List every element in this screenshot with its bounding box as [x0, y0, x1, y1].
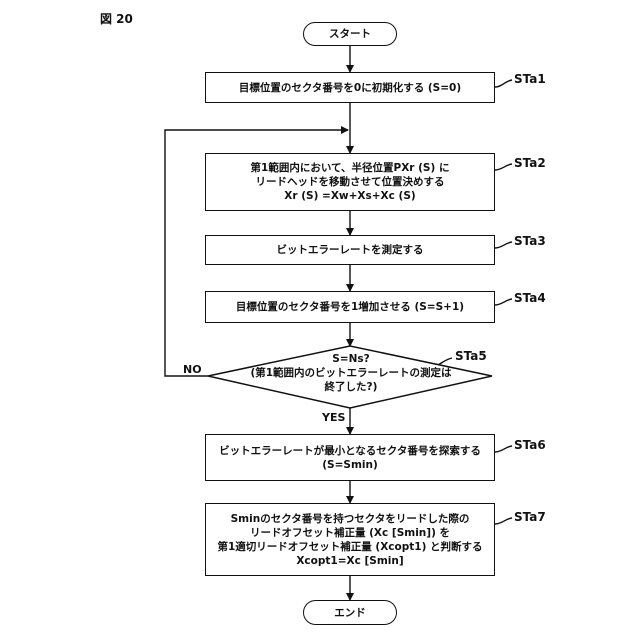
leader-sta7 [495, 518, 512, 524]
sta3-line-1: ビットエラーレートを測定する [277, 243, 424, 257]
sta7-line-3: 第1適切リードオフセット補正量 (Xcopt1) と判断する [217, 540, 482, 554]
step-sta7-label: STa7 [514, 510, 546, 524]
step-sta6-box: ビットエラーレートが最小となるセクタ番号を探索する (S=Smin) [205, 434, 495, 481]
leader-sta4 [495, 299, 512, 305]
sta4-line-1: 目標位置のセクタ番号を1増加させる (S=S+1) [236, 300, 464, 314]
step-sta3-label: STa3 [514, 234, 546, 248]
yes-branch-label: YES [322, 411, 345, 424]
no-branch-label: NO [183, 363, 202, 376]
sta1-line-1: 目標位置のセクタ番号を0に初期化する (S=0) [239, 81, 461, 95]
sta7-line-2: リードオフセット補正量 (Xc [Smin]) を [250, 526, 450, 540]
step-sta4-box: 目標位置のセクタ番号を1増加させる (S=S+1) [205, 291, 495, 323]
step-sta4-label: STa4 [514, 291, 546, 305]
leader-sta2 [495, 164, 512, 170]
end-terminal: エンド [303, 600, 397, 625]
step-sta1-label: STa1 [514, 72, 546, 86]
sta5-line-1: S=Ns? [236, 352, 466, 366]
sta5-line-2: (第1範囲内のビットエラーレートの測定は [236, 366, 466, 380]
sta7-line-4: Xcopt1=Xc [Smin] [296, 554, 403, 568]
step-sta6-label: STa6 [514, 438, 546, 452]
sta7-line-1: Sminのセクタ番号を持つセクタをリードした際の [231, 512, 470, 526]
leader-sta1 [495, 80, 512, 87]
sta6-line-2: (S=Smin) [322, 458, 378, 472]
step-sta1-box: 目標位置のセクタ番号を0に初期化する (S=0) [205, 72, 495, 103]
step-sta2-box: 第1範囲内において、半径位置PXr (S) に リードヘッドを移動させて位置決め… [205, 153, 495, 211]
step-sta3-box: ビットエラーレートを測定する [205, 235, 495, 265]
start-terminal: スタート [303, 22, 397, 46]
sta5-line-3: 終了した?) [236, 380, 466, 394]
sta6-line-1: ビットエラーレートが最小となるセクタ番号を探索する [219, 444, 481, 458]
sta2-line-1: 第1範囲内において、半径位置PXr (S) に [251, 161, 450, 175]
leader-sta6 [495, 446, 512, 452]
step-sta5-label: STa5 [455, 349, 487, 363]
sta2-line-2: リードヘッドを移動させて位置決めする [256, 175, 445, 189]
leader-sta3 [495, 242, 512, 248]
end-label: エンド [334, 606, 366, 620]
sta2-line-3: Xr (S) =Xw+Xs+Xc (S) [284, 189, 415, 203]
step-sta7-box: Sminのセクタ番号を持つセクタをリードした際の リードオフセット補正量 (Xc… [205, 503, 495, 576]
step-sta2-label: STa2 [514, 156, 546, 170]
start-label: スタート [329, 27, 371, 41]
